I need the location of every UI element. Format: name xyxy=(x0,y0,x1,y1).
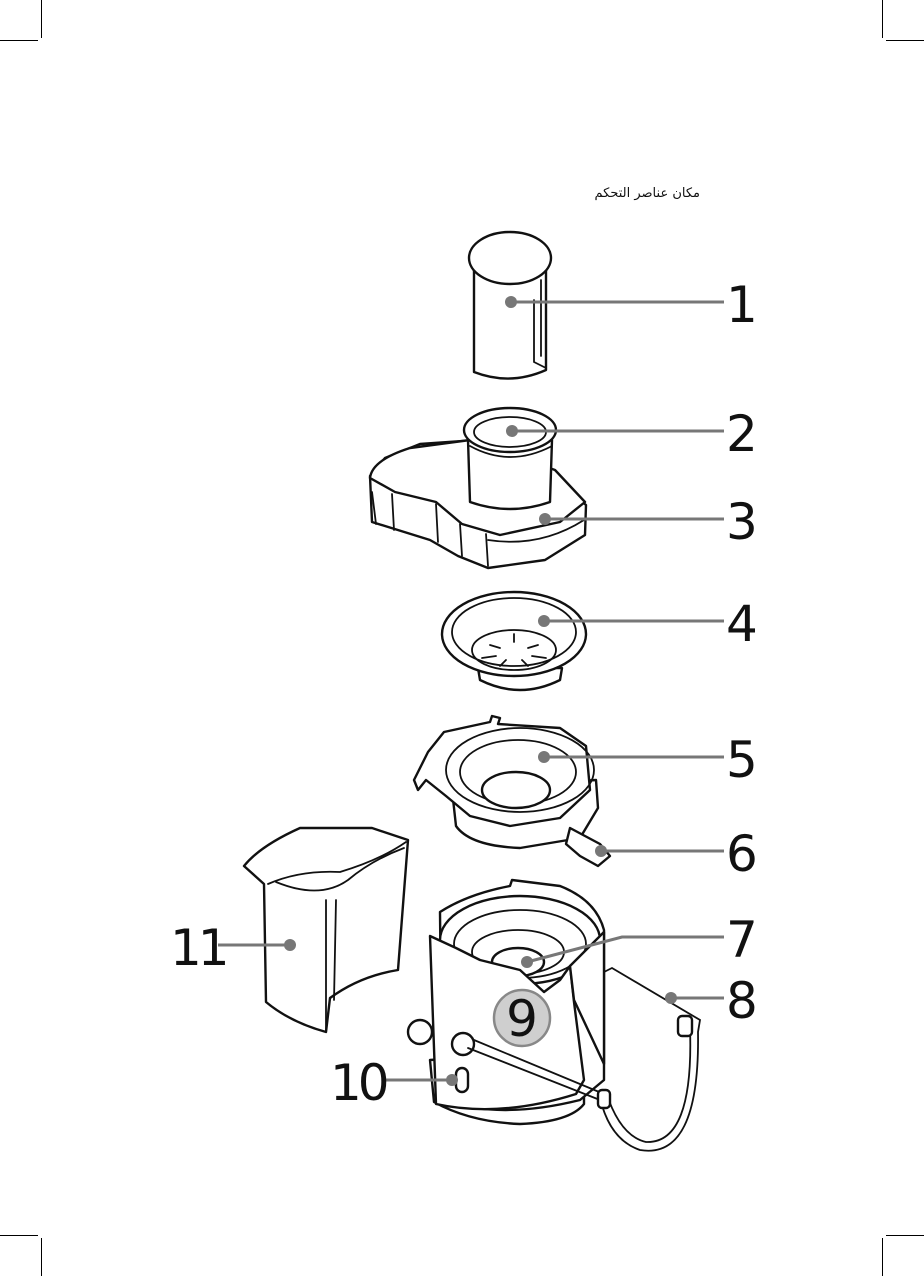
callout-6: 6 xyxy=(726,825,755,883)
leader-6 xyxy=(595,845,724,857)
leader-8 xyxy=(665,992,724,1004)
part-2-feed-tube xyxy=(464,408,556,509)
callout-11: 11 xyxy=(170,919,226,977)
part-11-pulp-container xyxy=(244,828,408,1032)
part-4-filter-basket xyxy=(442,592,586,690)
callout-7: 7 xyxy=(726,911,754,969)
callout-3: 3 xyxy=(726,493,754,551)
callout-5: 5 xyxy=(726,731,754,789)
callout-4: 4 xyxy=(726,595,755,653)
callout-2: 2 xyxy=(726,405,754,463)
callout-9: 9 xyxy=(506,990,538,1048)
callout-8: 8 xyxy=(726,972,755,1030)
callout-1: 1 xyxy=(726,276,754,334)
callout-10: 10 xyxy=(330,1054,387,1112)
